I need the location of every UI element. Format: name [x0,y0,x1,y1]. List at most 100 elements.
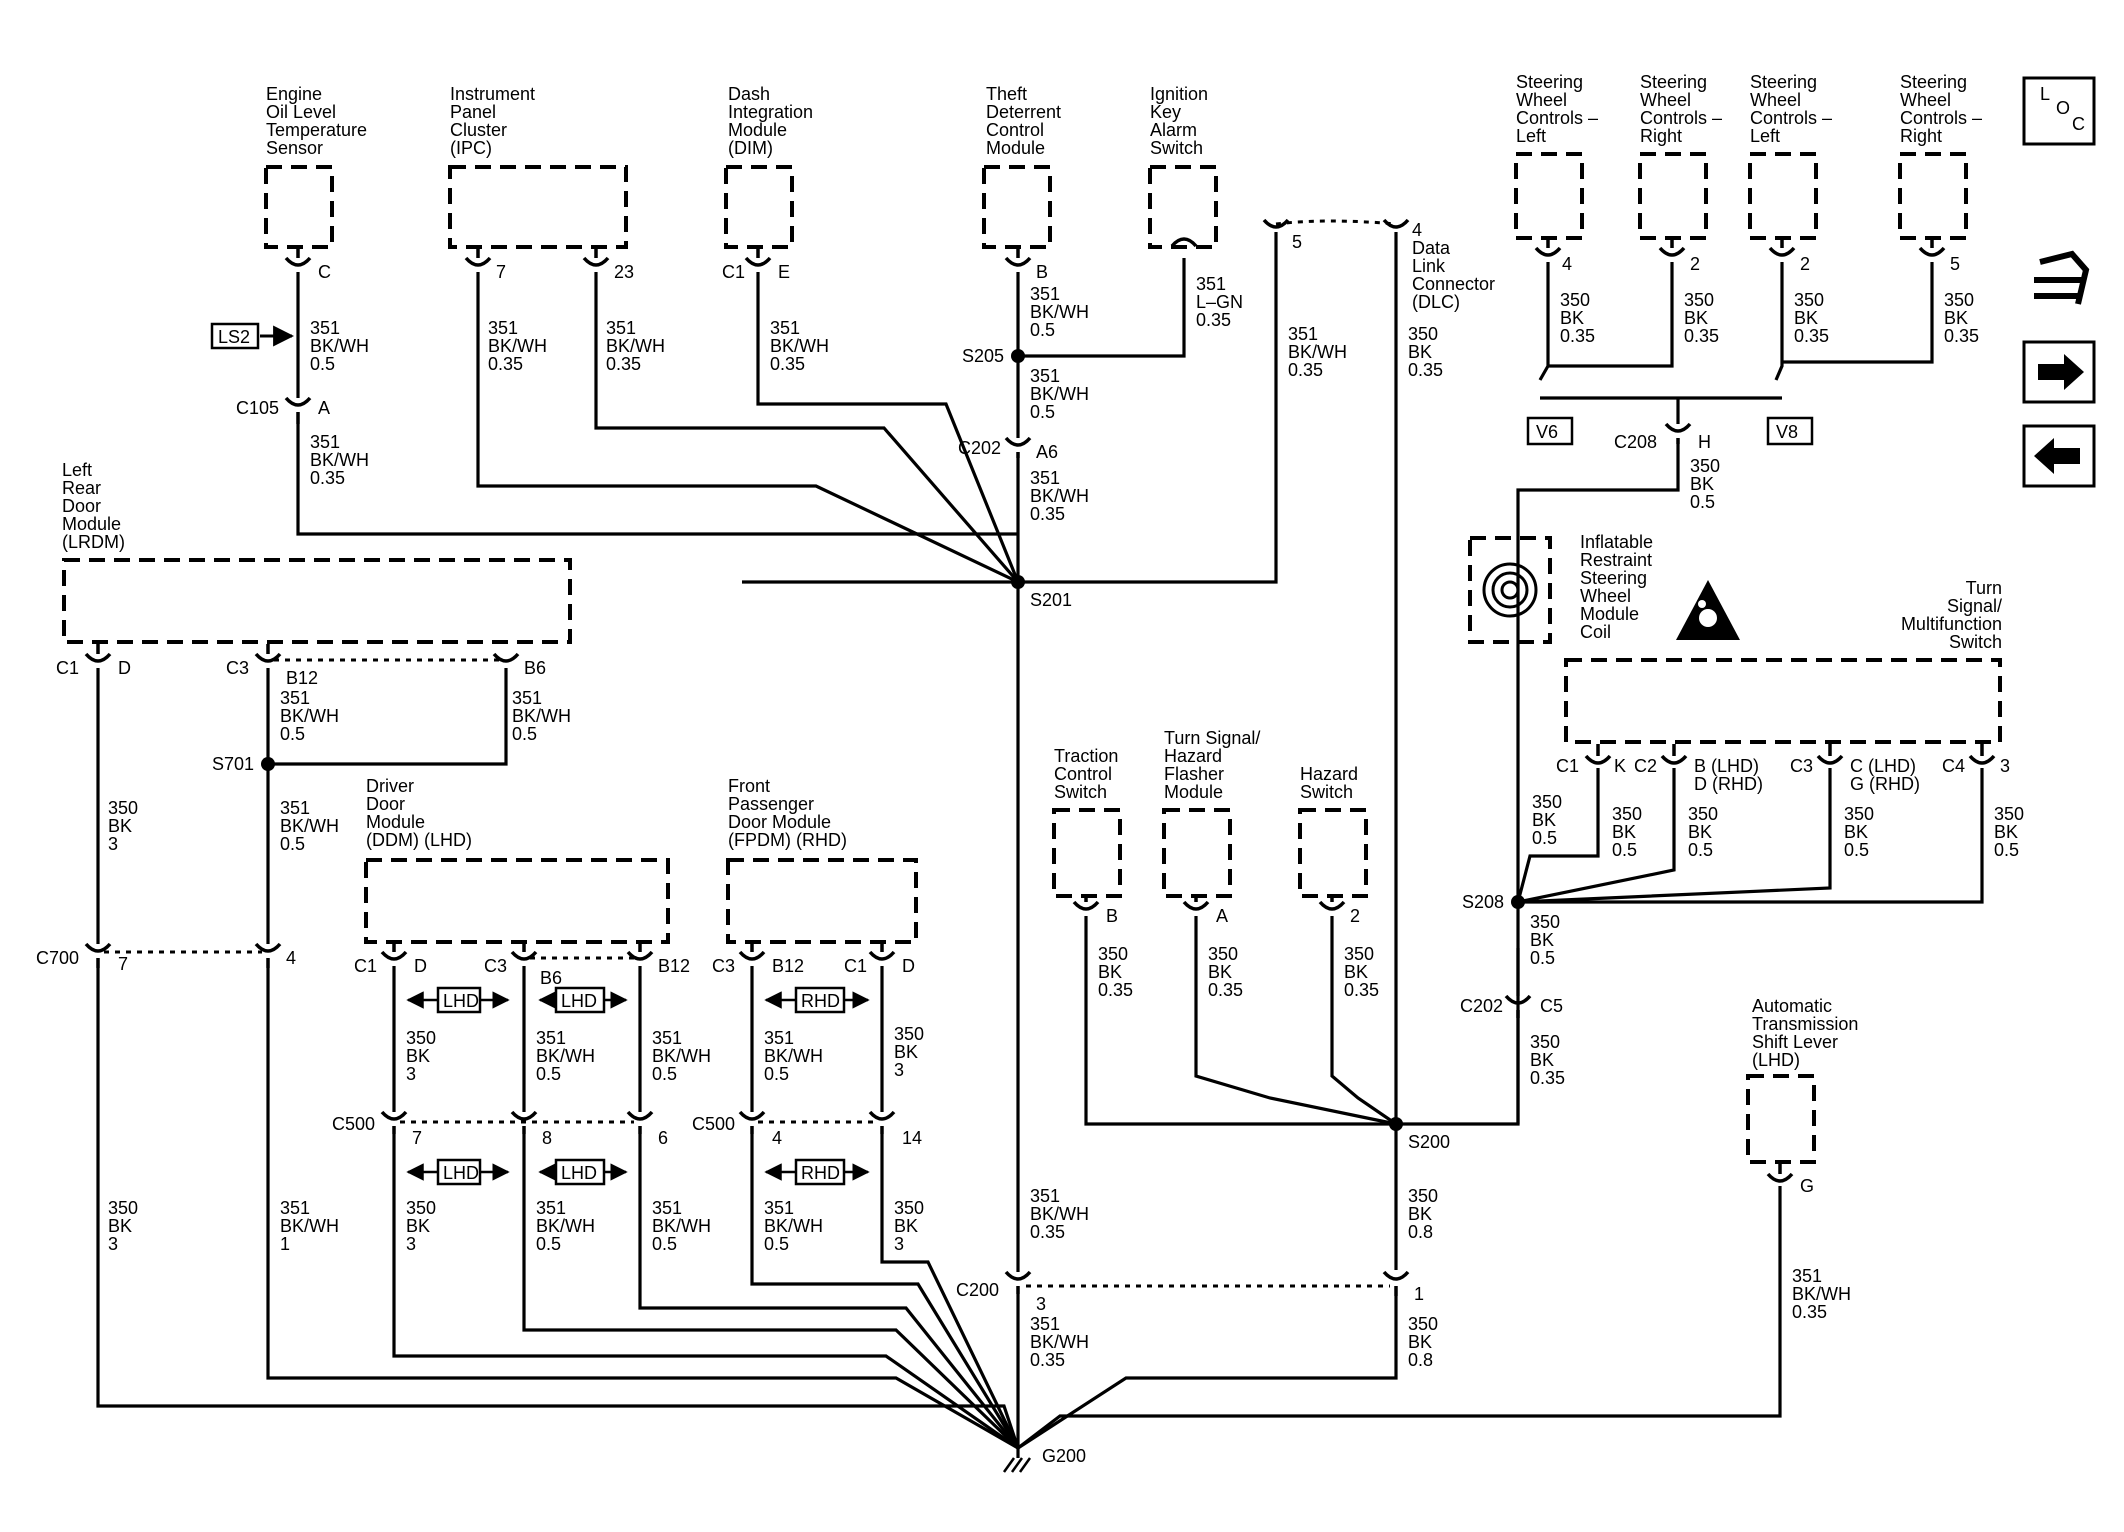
rhd-tag-2: RHD [801,1163,840,1183]
pin-label-24: 8 [542,1128,552,1148]
lhd-tag-box-3 [436,1158,482,1186]
lhd-tag-box-4 [554,1158,606,1186]
pin-label-25: 6 [658,1128,668,1148]
lrdm-box [62,558,572,644]
pin-label-28: 3 [1036,1294,1046,1314]
dim-box [724,165,794,249]
c500-fpdm-label: C500 [692,1114,735,1134]
tsmf-c4-label: C4 [1942,756,1965,776]
pin-label-2: 23 [614,262,634,282]
pin-label-36: D (RHD) [1694,774,1763,794]
c500-ddm-label: C500 [332,1114,375,1134]
pin-label-16: 7 [118,954,128,974]
s200-label: S200 [1408,1132,1450,1152]
pin-label-10: A [318,398,330,418]
v6-tag-box [1526,416,1574,446]
pin-label-33: C5 [1540,996,1563,1016]
ls2-tag: LS2 [218,327,250,347]
pin-label-20: B12 [658,956,690,976]
ground-icon [1002,1448,1032,1473]
pin-label-0: C [318,262,331,282]
loc-button[interactable] [2022,76,2096,146]
rhd-tag-box-1 [794,986,846,1014]
connector-pins [84,218,1996,1296]
lhd-tag-3: LHD [443,1163,479,1183]
pin-label-12: H [1698,432,1711,452]
v8-tag: V8 [1776,422,1798,442]
swc4-box [1898,152,1968,240]
clockspring-icon [1482,562,1538,618]
pin-label-1: 7 [496,262,506,282]
pin-label-27: 14 [902,1128,922,1148]
lhd-tag-2: LHD [561,991,597,1011]
pin-label-18: D [414,956,427,976]
arrow-right-icon[interactable] [2022,340,2096,404]
pin-label-5: 5 [1292,232,1302,252]
lhd-tag-4: LHD [561,1163,597,1183]
pin-label-19: B6 [540,968,562,988]
s201-label: S201 [1030,590,1072,610]
tdcm-box [982,165,1052,249]
v8-tag-box [1766,416,1814,446]
pin-label-6: 4 [1562,254,1572,274]
c202-a6-label: C202 [958,438,1001,458]
c105-label: C105 [236,398,279,418]
irswmc-box [1468,536,1552,644]
pin-label-17: 4 [286,948,296,968]
pin-label-30: B [1106,906,1118,926]
pin-label-32: 2 [1350,906,1360,926]
atsl-box [1746,1074,1816,1164]
pin-label-3: E [778,262,790,282]
arrow-left-icon[interactable] [2022,424,2096,488]
lhd-tag-box-1 [436,986,482,1014]
c208-label: C208 [1614,432,1657,452]
pin-label-11: A6 [1036,442,1058,462]
splice-s201 [1011,575,1025,589]
pin-label-7: 2 [1690,254,1700,274]
ddm-c1-label: C1 [354,956,377,976]
harness-connector-icon[interactable] [2024,242,2094,305]
splice-s701 [261,757,275,771]
loc-letter: C [2072,114,2085,134]
c700-label: C700 [36,948,79,968]
splice-s205 [1011,349,1025,363]
tsmf-box [1564,658,2002,744]
pin-label-15: B6 [524,658,546,678]
